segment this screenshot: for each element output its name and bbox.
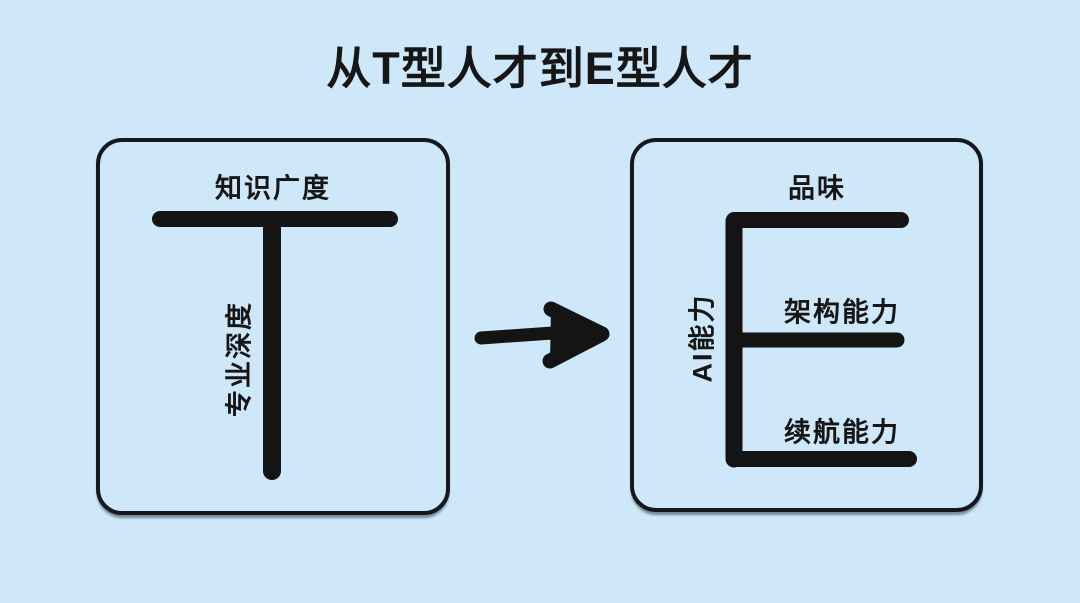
e-bottom-label: 续航能力 xyxy=(784,417,900,448)
page-title: 从T型人才到E型人才 xyxy=(326,43,754,94)
t-top-label: 知识广度 xyxy=(215,173,331,204)
e-talent-box xyxy=(630,138,983,512)
t-side-label: 专业深度 xyxy=(224,301,255,417)
e-middle-label: 架构能力 xyxy=(784,297,900,328)
e-side-label: AI能力 xyxy=(687,293,718,383)
right-arrow-icon xyxy=(474,301,610,369)
e-top-label: 品味 xyxy=(788,173,846,204)
